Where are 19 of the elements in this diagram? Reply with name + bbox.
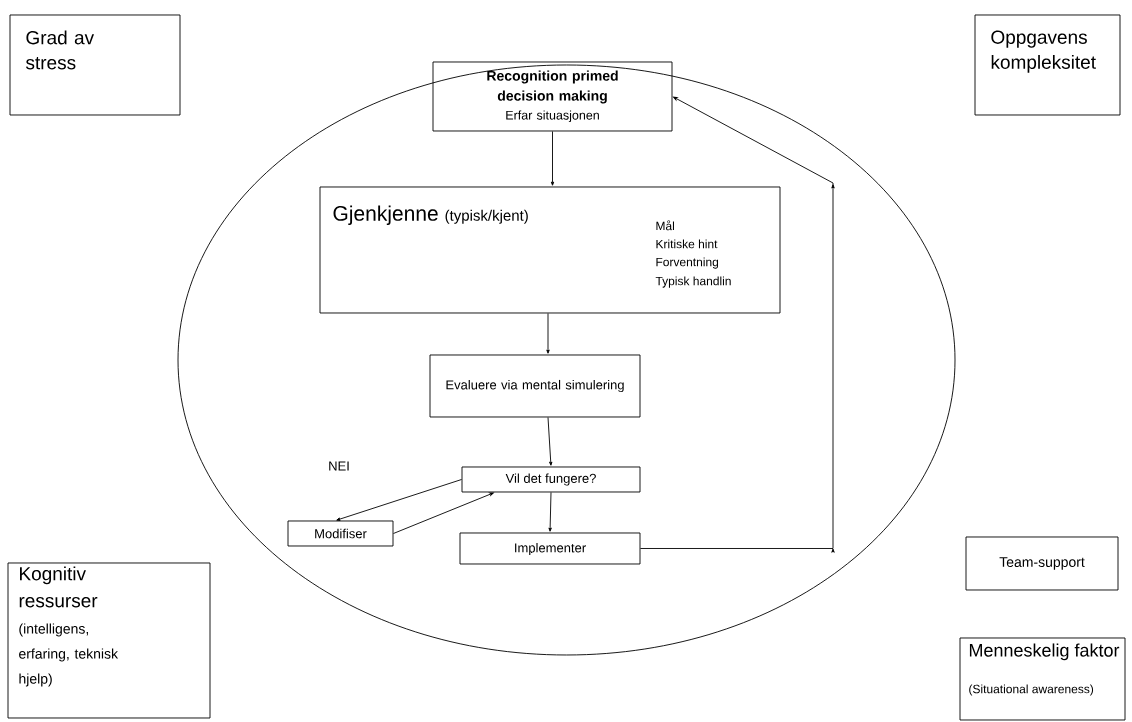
process-box: Gjenkjenne (typisk/kjent) Mål Kritiske hint Forventning Typisk handlin — [319, 186, 781, 314]
arrow — [547, 417, 553, 466]
arrow — [550, 131, 555, 186]
arrow — [546, 313, 550, 354]
factor-box: Menneskelig faktor (Situational awareness) — [959, 637, 1126, 721]
arrow — [548, 492, 552, 532]
process-box: Modifiser — [287, 520, 394, 547]
note-label: NEI — [329, 461, 349, 471]
factor-box: Team-support — [965, 536, 1119, 591]
process-box: Recognition primed decision making Erfar situasjonen — [432, 61, 673, 132]
process-box: Implementer — [459, 532, 641, 565]
arrow — [336, 479, 462, 521]
process-box: Vil det fungere? — [461, 466, 641, 493]
arrow — [393, 492, 494, 534]
arrow — [640, 96, 835, 553]
factor-box: Oppgavens kompleksitet — [974, 14, 1121, 116]
factor-box: Grad av stress — [9, 14, 181, 116]
factor-box: Kognitiv ressurser (intelligens, erfaring, teknisk hjelp) — [7, 562, 211, 719]
process-box: Evaluere via mental simulering — [429, 354, 641, 418]
